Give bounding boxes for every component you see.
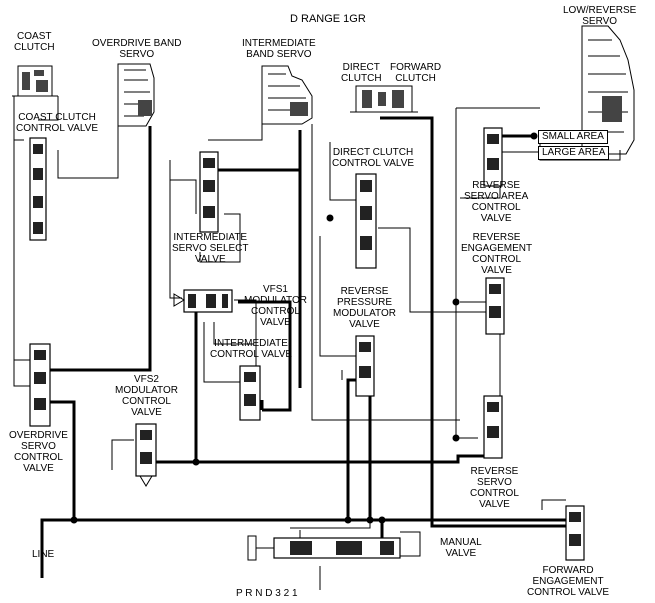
manual-valve-spool xyxy=(247,535,401,561)
line-pressure-label: LINE xyxy=(32,549,55,560)
overdrive-servo-control-valve-spool xyxy=(29,343,51,427)
vfs2-modulator-control-valve-spool xyxy=(135,423,157,487)
junction-dots xyxy=(70,132,538,524)
intermediate-band-servo-component xyxy=(261,65,313,125)
reverse-engagement-control-valve-spool xyxy=(485,277,505,335)
gear-selector-positions: P R N D 3 2 1 xyxy=(236,588,298,599)
overdrive-band-servo-component xyxy=(117,63,155,127)
direct-clutch-control-valve-spool xyxy=(355,173,377,269)
reverse-pressure-modulator-valve-spool xyxy=(355,335,375,397)
low-reverse-servo-component xyxy=(581,25,635,155)
intermediate-control-valve-spool xyxy=(239,365,261,421)
direct-forward-clutch-component xyxy=(350,85,418,113)
coast-clutch-control-valve-spool xyxy=(29,137,47,241)
reverse-servo-area-control-valve-spool xyxy=(483,127,503,187)
forward-engagement-control-valve-spool xyxy=(565,505,585,561)
reverse-servo-control-valve-spool xyxy=(483,395,503,459)
vfs1-modulator-control-valve-spool xyxy=(173,289,233,313)
large-area-label: LARGE AREA xyxy=(538,146,610,160)
diagram-title: D RANGE 1GR xyxy=(290,13,366,25)
thin-passages xyxy=(13,96,621,590)
intermediate-servo-select-valve-spool xyxy=(199,151,219,233)
coast-clutch-component xyxy=(12,65,58,97)
small-area-label: SMALL AREA xyxy=(538,130,608,144)
